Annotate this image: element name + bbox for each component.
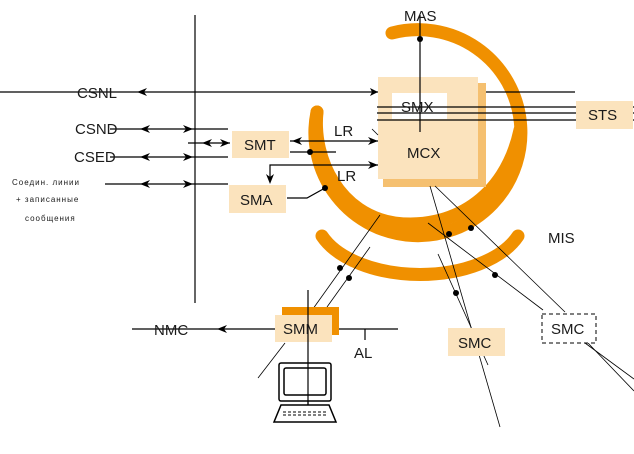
smx-label: SMX [401, 99, 434, 116]
mas-label: MAS [404, 8, 437, 25]
csed-arrow-left-icon [140, 153, 150, 161]
nmc-arrow-left-icon [217, 325, 227, 333]
lr-lower-arrow-right-icon [368, 161, 378, 169]
outer-ring-lower [309, 105, 527, 231]
smm-diag-out [257, 342, 286, 379]
lines-arrow-left-icon [140, 180, 150, 188]
junction-smm-2 [346, 275, 352, 281]
computer-terminal-icon[interactable] [272, 362, 338, 423]
nmc-label: NMC [154, 322, 188, 339]
ring-smm-line-1 [309, 214, 381, 314]
smc-solid-box[interactable] [448, 328, 505, 356]
csnl-arrow-right-icon [370, 88, 378, 96]
junction-outer-2 [468, 225, 474, 231]
smm-box[interactable] [275, 315, 332, 342]
mcx-smc-line-2 [434, 185, 566, 313]
junction-inner-1 [453, 290, 459, 296]
smt-box[interactable] [232, 131, 289, 158]
mcx-smc-line-1 [429, 185, 501, 428]
lr-lower-link [269, 164, 378, 181]
lines-arrow-right-icon [183, 180, 193, 188]
smm-label: SMM [283, 321, 318, 338]
sma-arrow-down-icon [266, 174, 274, 184]
smc-dashed-out-1 [584, 342, 634, 380]
mcx-box[interactable] [378, 77, 478, 179]
lines-note-line-2: + записанные [16, 195, 79, 204]
mcx-smc-line-3 [427, 222, 544, 311]
csnl-label: CSNL [77, 85, 117, 102]
csnl-arrow-icon [137, 88, 147, 96]
lr-upper-arrow-left-icon [292, 137, 302, 145]
csed-arrow-right-icon [183, 153, 193, 161]
al-label: AL [354, 345, 372, 362]
sts-label: STS [588, 107, 617, 124]
csnd-arrow-left-icon [140, 125, 150, 133]
junction-outer-1 [446, 231, 452, 237]
mas-junction [417, 36, 423, 42]
junction-smm-1 [337, 265, 343, 271]
lr-upper-label: LR [334, 123, 353, 140]
sts-box[interactable] [576, 101, 633, 129]
csnd-label: CSND [75, 121, 118, 138]
csed-label: CSED [74, 149, 116, 166]
smt-arrow-right-icon [220, 139, 230, 147]
smc-dashed-box[interactable] [541, 313, 597, 344]
smc-solid-label: SMC [458, 335, 492, 352]
csnd-arrow-right-icon [183, 125, 193, 133]
smt-arrow-left-icon [202, 139, 212, 147]
smt-label: SMT [244, 137, 276, 154]
sma-ring-junction [322, 185, 328, 191]
mcx-label: MCX [407, 145, 440, 162]
sma-ring-link [287, 187, 326, 199]
smt-ring-junction [307, 149, 313, 155]
lr-upper-arrow-right-icon [368, 137, 378, 145]
sma-label: SMA [240, 192, 273, 209]
lines-note-line-3: сообщения [25, 214, 76, 223]
junction-inner-2 [492, 272, 498, 278]
smc-dashed-out-2 [587, 342, 634, 392]
mis-label: MIS [548, 230, 575, 247]
sma-box[interactable] [229, 185, 286, 213]
mcx-tick [371, 128, 379, 136]
inner-ring-mis [315, 229, 525, 281]
lines-note-line-1: Соедин. линии [12, 178, 80, 187]
smc-dashed-label: SMC [551, 321, 585, 338]
lr-lower-label: LR [337, 168, 356, 185]
